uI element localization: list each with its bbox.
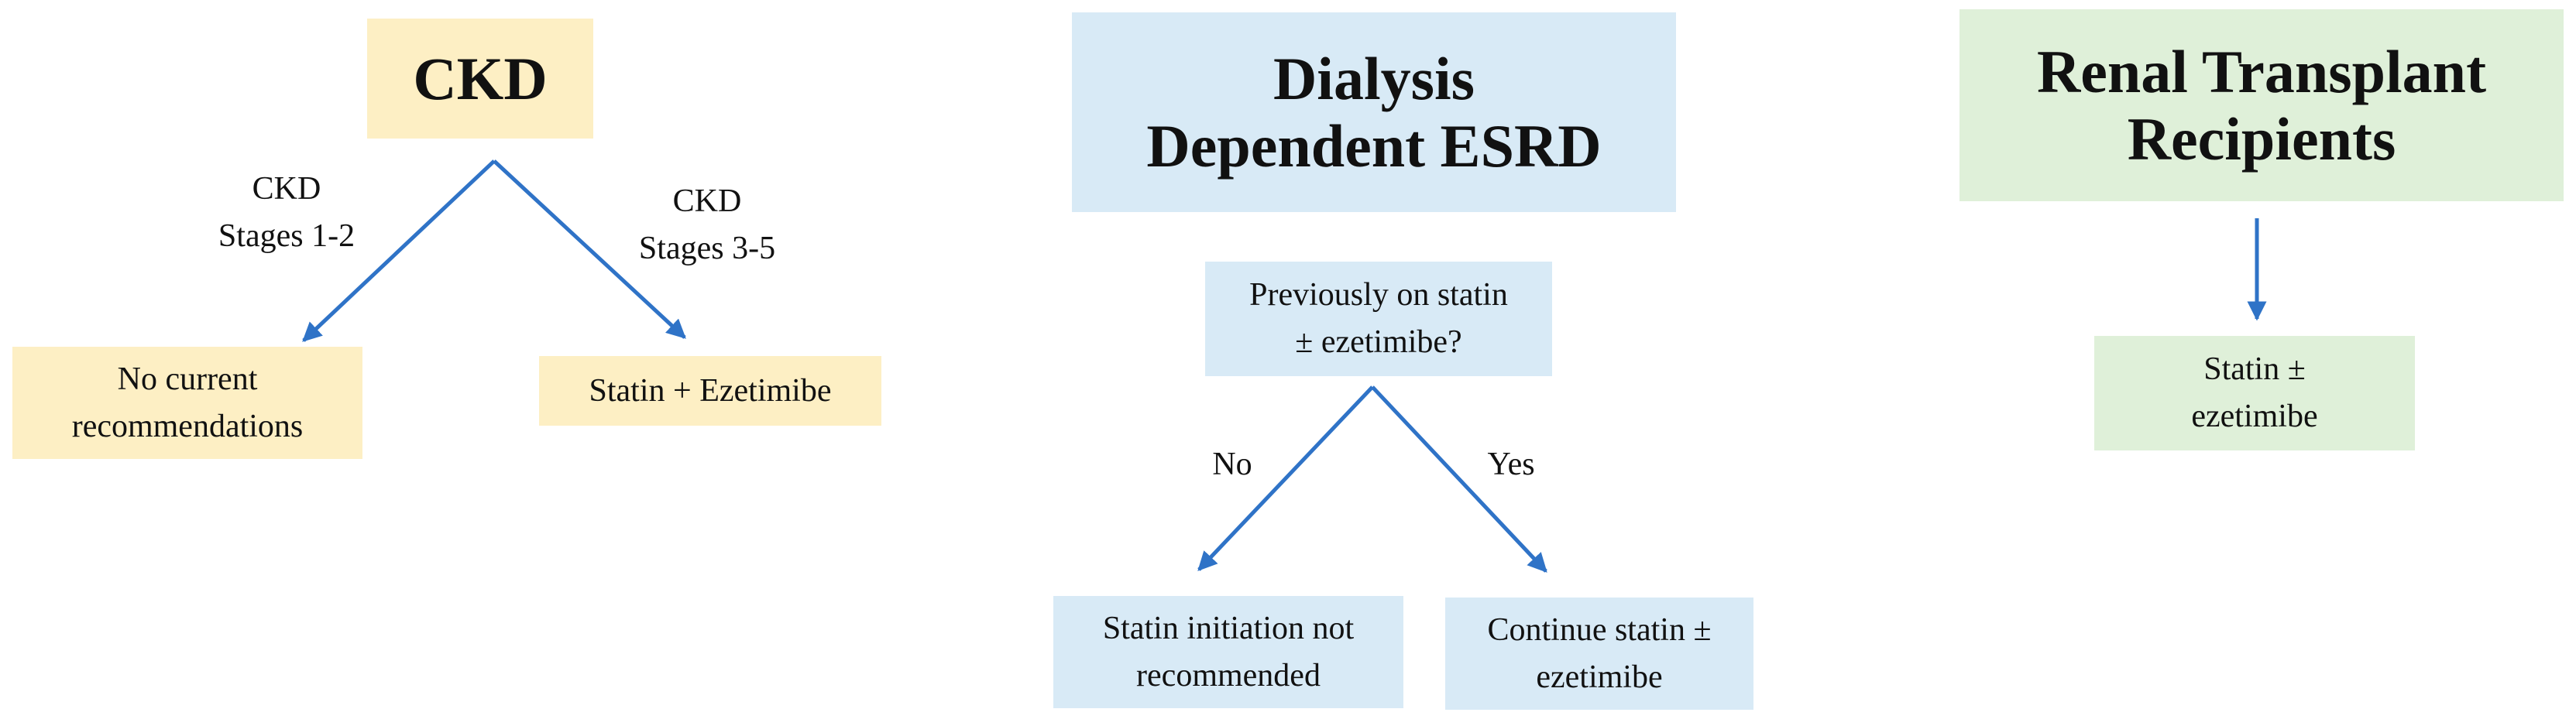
dialysis-yes-arrow	[1371, 385, 1547, 573]
node-line: Previously on statin	[1249, 277, 1508, 313]
dialysis-no-arrow	[1197, 385, 1374, 571]
ckd-stages-1-2-label: CKD Stages 1-2	[174, 166, 399, 260]
title-line: Renal Transplant	[2036, 37, 2487, 105]
dialysis-title-box: Dialysis Dependent ESRD	[1072, 12, 1676, 212]
node-line: Statin + Ezetimibe	[589, 372, 832, 409]
node-line: recommended	[1136, 657, 1321, 693]
node-line: ezetimibe	[2191, 399, 2318, 434]
ckd-title-box: CKD	[367, 19, 593, 139]
title-line: Dialysis	[1273, 44, 1475, 112]
node-line: ezetimibe	[1536, 659, 1663, 695]
label-line: Stages 3-5	[638, 230, 776, 266]
label-line: Stages 1-2	[218, 217, 355, 254]
dialysis-yes-label: Yes	[1487, 447, 1535, 482]
label-line: CKD	[672, 183, 742, 219]
node-line: Statin initiation not	[1102, 610, 1355, 646]
transplant-title-box: Renal Transplant Recipients	[1959, 9, 2564, 201]
dialysis-no-label: No	[1212, 447, 1252, 482]
node-line: recommendations	[71, 408, 304, 444]
title-line: Recipients	[2127, 105, 2396, 173]
ckd-no-recommendations-box: No current recommendations	[12, 347, 362, 459]
node-line: Continue statin ±	[1487, 611, 1712, 648]
dialysis-statin-not-recommended-box: Statin initiation not recommended	[1053, 596, 1403, 708]
ckd-stages-3-5-label: CKD Stages 3-5	[595, 178, 819, 272]
ckd-right-arrow	[493, 159, 686, 339]
transplant-statin-box: Statin ± ezetimibe	[2094, 336, 2415, 450]
node-line: ± ezetimibe?	[1295, 324, 1462, 360]
title-line: Dependent ESRD	[1146, 112, 1602, 180]
node-line: Statin ±	[2203, 351, 2306, 388]
dialysis-question-box: Previously on statin ± ezetimibe?	[1205, 262, 1552, 376]
ckd-title: CKD	[413, 44, 548, 112]
ckd-left-arrow	[302, 159, 496, 342]
dialysis-continue-statin-box: Continue statin ± ezetimibe	[1445, 598, 1753, 710]
label-line: CKD	[252, 171, 321, 207]
node-line: No current	[117, 361, 258, 397]
ckd-statin-ezetimibe-box: Statin + Ezetimibe	[539, 356, 881, 426]
